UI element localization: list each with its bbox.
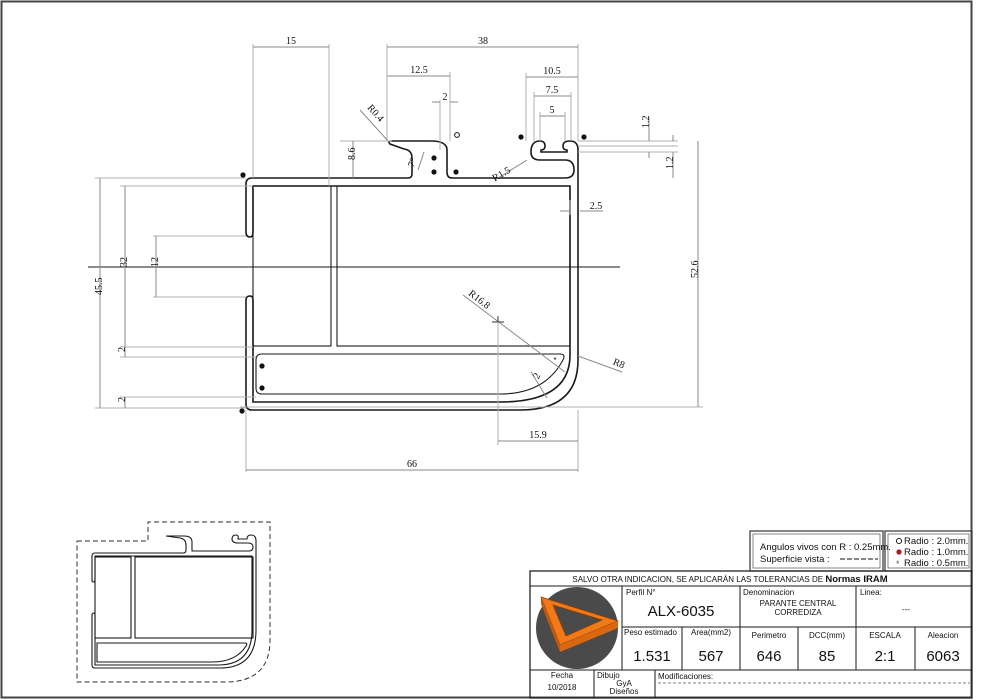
asterisk-icon: *	[896, 559, 900, 569]
dim-lip-width: 12.5	[410, 65, 428, 76]
weight-value: 1.531	[633, 648, 671, 665]
weight-label: Peso estimado	[624, 628, 677, 637]
marker-1mm	[431, 169, 437, 175]
line-value: ---	[902, 605, 910, 614]
dim-overall-height-left: 45.5	[94, 278, 105, 296]
visible-surface-note: Superficie vista :	[760, 554, 830, 565]
profile-outer-contour	[245, 140, 579, 411]
visible-surface-outline	[76, 521, 271, 683]
tolerance-note: SALVO OTRA INDICACION, SE APLICARÁN LAS …	[572, 574, 887, 585]
dim-wall-right: 2.5	[590, 201, 603, 212]
scale-value: 2:1	[875, 648, 896, 665]
profile-thumbnail	[76, 521, 271, 683]
drawing-value-1: GyA	[616, 679, 632, 688]
modifications-label: Modificaciones:	[658, 672, 713, 681]
marker-1mm	[239, 408, 245, 414]
dim-top-overall-width: 38	[478, 36, 488, 47]
main-profile: *	[88, 132, 620, 414]
denomination-line-1: PARANTE CENTRAL	[760, 599, 837, 608]
radius-legend-05mm: Radio : 0.5mm.	[904, 558, 968, 569]
dcc-value: 85	[819, 648, 836, 665]
dim-overall-width: 66	[407, 459, 417, 470]
radius-legend-1mm: Radio : 1.0mm.	[904, 547, 968, 558]
denomination-line-2: CORREDIZA	[774, 608, 822, 617]
dim-slot-inner: 5	[550, 105, 555, 116]
marker-1mm	[518, 134, 524, 140]
thumb-left-chamber	[94, 556, 132, 639]
denomination-label: Denominacion	[743, 588, 794, 597]
thumb-bottom-chamber	[96, 642, 248, 663]
dim-curve-offset: 15.9	[529, 430, 547, 441]
dim-bottom-wall-2: 2	[117, 397, 128, 402]
left-chamber	[252, 185, 332, 347]
area-label: Area(mm2)	[691, 628, 731, 637]
alloy-value: 6063	[926, 648, 959, 665]
sharp-angles-note: Angulos vivos con R : 0.25mm.	[760, 542, 891, 553]
alloy-label: Aleacion	[928, 631, 959, 640]
profile-label: Perfil N°	[626, 588, 655, 597]
dim-curve-wall: 2	[531, 371, 543, 381]
dim-slot-thickness-top: 1.2	[641, 116, 652, 129]
thumb-main-chamber	[134, 556, 254, 639]
dim-lip-height: 8.6	[347, 148, 358, 161]
filled-circle-icon	[896, 549, 902, 555]
dim-slot-mid: 7.5	[546, 85, 559, 96]
title-block: SALVO OTRA INDICACION, SE APLICARÁN LAS …	[529, 570, 973, 699]
line-label: Linea:	[860, 588, 882, 597]
dim-lip-radius: R0.4	[365, 103, 386, 125]
drawing-value-2: Diseños	[610, 687, 639, 696]
dim-slot-thickness-bottom: 1.2	[665, 157, 676, 170]
marker-1mm	[240, 172, 246, 178]
dimensions: 15 38 12.5 2 10.5 7.5 5 R0.4 7	[94, 36, 703, 472]
open-circle-icon	[895, 537, 903, 545]
area-value: 567	[698, 648, 723, 665]
marker-1mm	[259, 385, 265, 391]
radius-legend-2mm: Radio : 2.0mm.	[904, 536, 968, 547]
date-value: 10/2018	[548, 683, 577, 692]
marker-1mm	[581, 134, 587, 140]
dim-bottom-wall-1: 2	[117, 347, 128, 352]
dim-lip-angle: 7°	[406, 157, 419, 169]
marker-1mm	[453, 169, 459, 175]
marker-05mm: *	[553, 356, 556, 365]
dim-outer-radius: R8	[611, 357, 626, 372]
notes-panel: Angulos vivos con R : 0.25mm. Superficie…	[749, 530, 973, 572]
date-label: Fecha	[551, 671, 574, 680]
dcc-label: DCC(mm)	[809, 631, 845, 640]
drawing-label: Dibujo	[597, 671, 620, 680]
dim-inner-height: 32	[119, 257, 130, 267]
profile-value: ALX-6035	[648, 603, 715, 620]
dim-notch-height: 12	[150, 257, 161, 267]
bottom-chamber	[255, 353, 565, 395]
dim-slot-radius: R1.5	[491, 165, 513, 184]
company-logo	[536, 587, 620, 669]
main-chamber	[336, 185, 571, 347]
dim-lip-gap: 2	[443, 92, 448, 103]
scale-label: ESCALA	[869, 631, 901, 640]
dim-overall-height-right: 52.6	[690, 261, 701, 279]
marker-1mm	[431, 155, 437, 161]
perimeter-value: 646	[756, 648, 781, 665]
marker-2mm	[454, 132, 460, 138]
dim-top-left-width: 15	[286, 36, 296, 47]
dim-slot-outer: 10.5	[543, 66, 561, 77]
perimeter-label: Perimetro	[752, 631, 787, 640]
radius-markers: *	[239, 132, 587, 414]
marker-1mm	[259, 363, 265, 369]
